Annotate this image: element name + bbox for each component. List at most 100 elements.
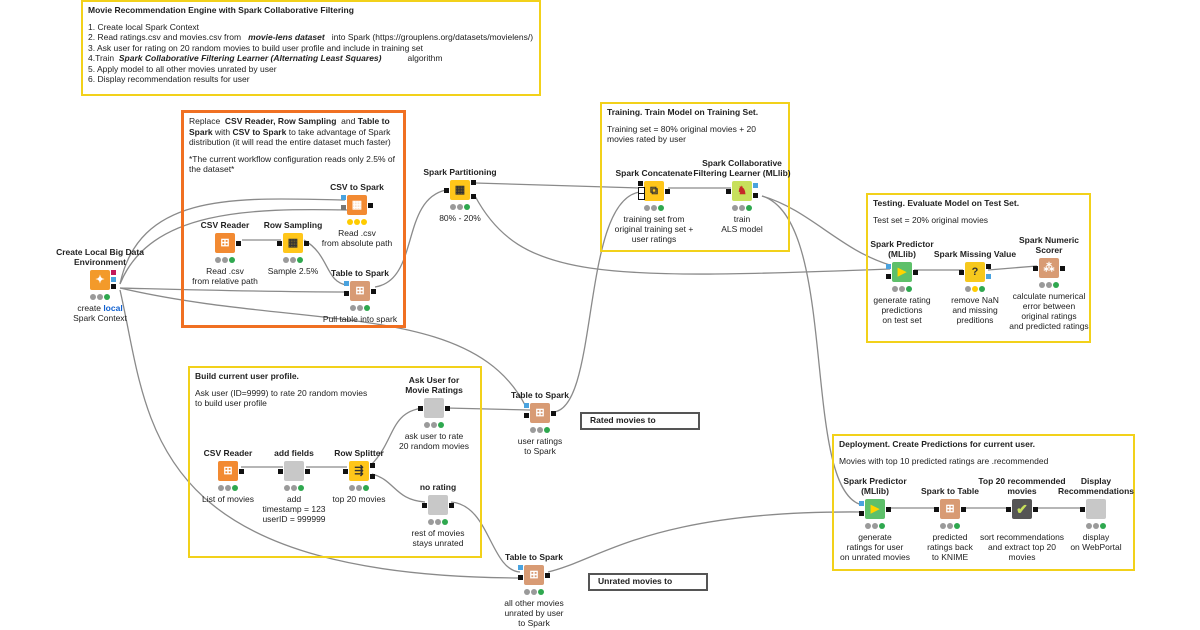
node-subtitle: user ratings to Spark bbox=[517, 436, 563, 456]
training-text: Training set = 80% original movies + 20 … bbox=[607, 123, 756, 145]
testing-annotation: Testing. Evaluate Model on Test Set. Tes… bbox=[866, 193, 1091, 343]
metanode-check-icon: ✔ bbox=[1006, 499, 1038, 519]
node-subtitle: training set from original training set … bbox=[614, 214, 694, 244]
predictor-icon: ▶ bbox=[886, 262, 918, 282]
node-status bbox=[215, 257, 235, 263]
deploy-text: Movies with top 10 predicted ratings are… bbox=[839, 455, 1049, 466]
partitioning-icon: ▦ bbox=[444, 180, 476, 200]
replace-note-warning: *The current workflow configuration read… bbox=[189, 153, 395, 175]
node-title: Table to Spark bbox=[331, 268, 389, 278]
row-splitter-icon: ⇶ bbox=[343, 461, 375, 481]
node-subtitle: List of movies bbox=[202, 494, 254, 504]
node-title: Row Sampling bbox=[263, 220, 323, 230]
node-subtitle: predicted ratings back to KNIME bbox=[927, 532, 973, 562]
wire-row-sampling-to-table-to-spark bbox=[303, 239, 348, 286]
profile-title: Build current user profile. bbox=[195, 371, 299, 381]
concatenate-icon: ⧉ bbox=[638, 181, 670, 201]
node-status bbox=[644, 205, 664, 211]
node-top-20-recommended[interactable]: Top 20 recommended movies ✔ sort recomme… bbox=[962, 474, 1082, 562]
node-title: Table to Spark bbox=[505, 552, 563, 562]
node-status bbox=[450, 204, 470, 210]
node-display-recommendations[interactable]: Display Recommendations display on WebPo… bbox=[1036, 474, 1156, 552]
intro-step-3: 3. Ask user for rating on 20 random movi… bbox=[88, 42, 423, 53]
node-title: Display Recommendations bbox=[1057, 476, 1135, 496]
intro-annotation: Movie Recommendation Engine with Spark C… bbox=[81, 0, 541, 96]
rated-movies-label: Rated movies to bbox=[580, 412, 700, 430]
missing-value-icon: ? bbox=[959, 262, 991, 282]
node-table-to-spark-3[interactable]: Table to Spark ⊞ all other movies unrate… bbox=[474, 540, 594, 628]
node-status bbox=[424, 422, 444, 428]
node-title: Ask User for Movie Ratings bbox=[405, 375, 463, 395]
node-ask-user[interactable]: Ask User for Movie Ratings ask user to r… bbox=[374, 373, 494, 451]
training-title: Training. Train Model on Training Set. bbox=[607, 107, 759, 117]
node-status bbox=[349, 485, 369, 491]
node-subtitle: Sample 2.5% bbox=[267, 266, 319, 276]
node-subtitle: Read .csv from relative path bbox=[192, 266, 258, 286]
node-csv-reader-2[interactable]: CSV Reader ⊞ List of movies bbox=[168, 436, 288, 504]
node-cf-learner[interactable]: Spark Collaborative Filtering Learner (M… bbox=[682, 156, 802, 234]
node-subtitle: remove NaN and missing preditions bbox=[951, 295, 999, 325]
wire-table-to-spark3-to-predictor2 bbox=[547, 511, 863, 573]
node-csv-to-spark[interactable]: CSV to Spark ▦ Read .csv from absolute p… bbox=[297, 170, 417, 248]
row-sampling-icon: ▦ bbox=[277, 233, 309, 253]
node-csv-reader-1[interactable]: CSV Reader ⊞ Read .csv from relative pat… bbox=[165, 208, 285, 286]
wire-ask-user-to-table-to-spark bbox=[445, 407, 531, 411]
node-title: Top 20 recommended movies bbox=[978, 476, 1066, 496]
wire-partitioning-to-predictor1 bbox=[474, 195, 891, 275]
scorer-icon: ⁂ bbox=[1033, 258, 1065, 278]
node-subtitle: train ALS model bbox=[721, 214, 763, 234]
node-spark-concatenate[interactable]: Spark Concatenate ⧉ training set from or… bbox=[594, 156, 714, 244]
node-subtitle: generate rating predictions on test set bbox=[873, 295, 931, 325]
replace-note-text: Replace CSV Reader, Row Sampling and Tab… bbox=[189, 116, 391, 147]
node-title: Spark Concatenate bbox=[615, 168, 693, 178]
display-icon bbox=[1080, 499, 1106, 519]
node-add-fields[interactable]: add fields add timestamp = 123 userID = … bbox=[234, 436, 354, 524]
training-annotation: Training. Train Model on Training Set. T… bbox=[600, 102, 790, 252]
no-rating-icon bbox=[422, 495, 454, 515]
node-table-to-spark-1[interactable]: Table to Spark ⊞ Pull table into spark bbox=[300, 256, 420, 324]
node-subtitle: add timestamp = 123 userID = 999999 bbox=[262, 494, 326, 524]
node-title: Spark to Table bbox=[921, 486, 979, 496]
node-title: Spark Predictor (MLlib) bbox=[843, 476, 907, 496]
node-status bbox=[428, 519, 448, 525]
node-title: Spark Predictor (MLlib) bbox=[870, 239, 934, 259]
node-row-splitter[interactable]: Row Splitter ⇶ top 20 movies bbox=[299, 436, 419, 504]
node-title: CSV Reader bbox=[203, 448, 253, 458]
node-row-sampling[interactable]: Row Sampling ▦ Sample 2.5% bbox=[233, 208, 353, 276]
node-spark-partitioning[interactable]: Spark Partitioning ▦ 80% - 20% bbox=[400, 155, 520, 223]
spark-context-icon: ✦ bbox=[90, 270, 116, 290]
table-to-spark-icon: ⊞ bbox=[518, 565, 550, 585]
node-status bbox=[284, 485, 304, 491]
intro-step-1: 1. Create local Spark Context bbox=[88, 21, 200, 32]
node-status bbox=[524, 589, 544, 595]
node-spark-numeric-scorer[interactable]: Spark Numeric Scorer ⁂ calculate numeric… bbox=[989, 233, 1109, 331]
node-spark-missing-value[interactable]: Spark Missing Value ? remove NaN and mis… bbox=[915, 237, 1035, 325]
add-fields-icon bbox=[278, 461, 310, 481]
node-spark-predictor-2[interactable]: Spark Predictor (MLlib) ▶ generate ratin… bbox=[815, 474, 935, 562]
testing-text: Test set = 20% original movies bbox=[873, 214, 989, 225]
node-spark-to-table[interactable]: Spark to Table ⊞ predicted ratings back … bbox=[890, 474, 1010, 562]
wire-splitter-to-ask-user bbox=[371, 407, 424, 465]
node-no-rating[interactable]: no rating rest of movies stays unrated bbox=[378, 470, 498, 548]
profile-text: Ask user (ID=9999) to rate 20 random mov… bbox=[195, 387, 368, 409]
intro-step-5: 5. Apply model to all other movies unrat… bbox=[88, 63, 277, 74]
node-table-to-spark-2[interactable]: Table to Spark ⊞ user ratings to Spark bbox=[480, 378, 600, 456]
node-title: Spark Numeric Scorer bbox=[1019, 235, 1079, 255]
node-title: Create Local Big Data Environment bbox=[56, 247, 144, 267]
node-status bbox=[1012, 523, 1032, 529]
node-status bbox=[90, 294, 110, 300]
node-title: Spark Missing Value bbox=[933, 249, 1017, 259]
node-subtitle: all other movies unrated by user to Spar… bbox=[504, 598, 564, 628]
wire-learner-to-predictor1 bbox=[761, 195, 891, 266]
spark-to-table-icon: ⊞ bbox=[934, 499, 966, 519]
node-create-local-big-data-env[interactable]: Create Local Big Data Environment ✦ crea… bbox=[40, 245, 160, 323]
wire-env-to-table-to-spark2 bbox=[119, 287, 526, 406]
wire-no-rating-to-table-to-spark bbox=[450, 501, 521, 573]
node-status bbox=[732, 205, 752, 211]
node-spark-predictor-1[interactable]: Spark Predictor (MLlib) ▶ generate ratin… bbox=[842, 237, 962, 325]
node-subtitle: display on WebPortal bbox=[1070, 532, 1122, 552]
node-status bbox=[347, 219, 367, 225]
node-status bbox=[530, 427, 550, 433]
wire-splitter-to-no-rating bbox=[371, 473, 426, 503]
